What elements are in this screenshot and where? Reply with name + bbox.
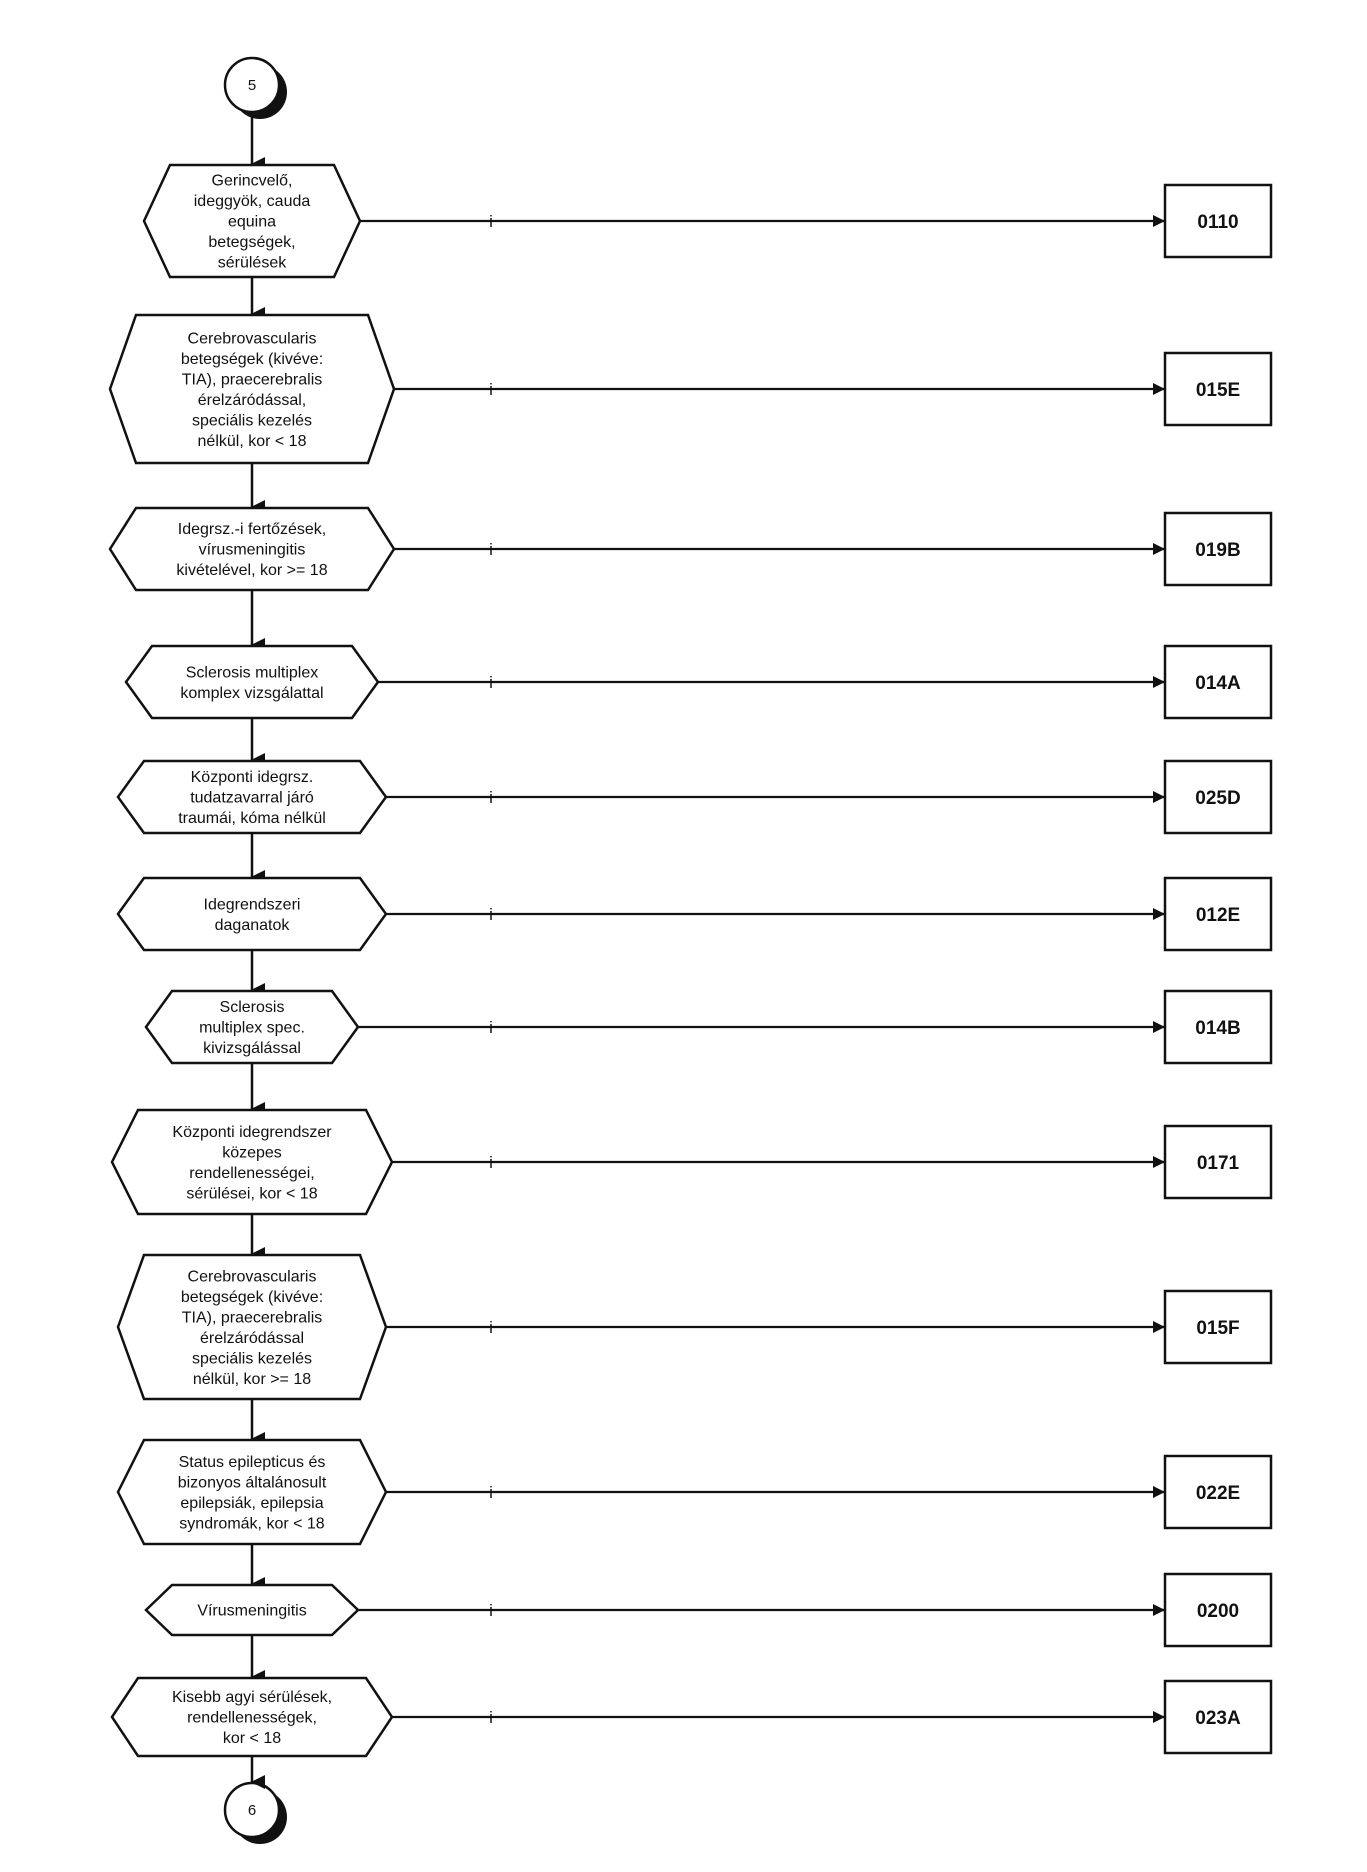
branch-label: i <box>489 1018 493 1037</box>
branch-label: i <box>489 1708 493 1727</box>
decision-node-9: Cerebrovascularis betegségek (kivéve: TIA)… <box>116 1253 1273 1401</box>
decision-text-line: syndromák, kor < 18 <box>179 1515 325 1532</box>
decision-hexagon <box>116 876 388 952</box>
result-code: 015F <box>1196 1318 1239 1339</box>
result-code: 019B <box>1195 540 1240 561</box>
decision-text-line: ideggyök, cauda <box>194 193 311 210</box>
decision-text-line: betegségek (kivéve: <box>181 1289 323 1306</box>
result-code: 0171 <box>1197 1153 1240 1174</box>
result-code-box <box>1163 759 1273 835</box>
decision-node-3: Idegrsz.-i fertőzések, vírusmeningitis kiv… <box>108 506 1273 592</box>
branch-label: i <box>489 788 493 807</box>
decision-text-line: sérülések <box>218 255 287 272</box>
branch-label: i <box>489 1153 493 1172</box>
decision-text-line: speciális kezelés <box>192 1350 312 1367</box>
decision-text-line: Sclerosis <box>220 999 285 1016</box>
connector-bottom: 6 <box>223 1781 287 1844</box>
decision-text-line: traumái, kóma nélkül <box>178 810 326 827</box>
result-code-box <box>1163 351 1273 427</box>
result-code-box <box>1163 183 1273 259</box>
result-code-box <box>1163 1679 1273 1755</box>
decision-text-line: közepes <box>222 1144 282 1161</box>
decision-text-line: TIA), praecerebralis <box>182 371 323 388</box>
result-code: 025D <box>1195 788 1240 809</box>
decision-node-4: Sclerosis multiplex komplex vizsgálattal i… <box>124 644 1273 720</box>
connector-bottom-label: 6 <box>248 1802 256 1819</box>
decision-node-7: Sclerosis multiplex spec. kivizsgálással i 0… <box>144 989 1273 1065</box>
result-code: 0110 <box>1197 212 1238 233</box>
result-code-box <box>1163 1572 1273 1648</box>
decision-text-line: betegségek (kivéve: <box>181 351 323 368</box>
decision-node-2: Cerebrovascularis betegségek (kivéve: TIA)… <box>108 313 1273 465</box>
connector-top-label: 5 <box>248 77 256 94</box>
decision-text-line: nélkül, kor >= 18 <box>193 1371 311 1388</box>
result-code-box <box>1163 876 1273 952</box>
branch-label: i <box>489 905 493 924</box>
result-code-box <box>1163 1454 1273 1530</box>
decision-text-line: komplex vizsgálattal <box>180 685 323 702</box>
decision-text-line: epilepsiák, epilepsia <box>180 1495 323 1512</box>
result-code-box <box>1163 1124 1273 1200</box>
decision-node-6: Idegrendszeri daganatok i 012E <box>116 876 1273 952</box>
decision-text-line: TIA), praecerebralis <box>182 1309 323 1326</box>
decision-text-line: tudatzavarral járó <box>190 790 314 807</box>
decision-text-line: kor < 18 <box>223 1730 281 1747</box>
decision-text-line: multiplex spec. <box>199 1020 305 1037</box>
connector-top: 5 <box>223 56 287 119</box>
decision-text-line: kivételével, kor >= 18 <box>176 562 327 579</box>
decision-hexagon <box>124 644 380 720</box>
branch-label: i <box>489 212 493 231</box>
result-code: 022E <box>1196 1483 1240 1504</box>
flow-layer: Gerincvelő, ideggyök, cauda equina betegség… <box>108 114 1273 1789</box>
decision-text-line: nélkül, kor < 18 <box>198 433 307 450</box>
decision-node-8: Központi idegrendszer közepes rendelleness… <box>110 1108 1273 1216</box>
connector-top-circle <box>223 56 281 114</box>
decision-text-line: Vírusmeningitis <box>197 1603 306 1620</box>
decision-text-line: Cerebrovascularis <box>188 330 317 347</box>
decision-text-line: kivizsgálással <box>203 1040 301 1057</box>
decision-text-line: érelzáródással <box>200 1330 304 1347</box>
decision-text-line: betegségek, <box>208 234 295 251</box>
result-code-box <box>1163 644 1273 720</box>
branch-label: i <box>489 380 493 399</box>
result-code-box <box>1163 511 1273 587</box>
decision-text-line: Gerincvelő, <box>212 173 293 190</box>
decision-text-line: érelzáródással, <box>198 392 307 409</box>
decision-text-line: Központi idegrendszer <box>172 1124 332 1141</box>
result-code: 015E <box>1196 380 1240 401</box>
decision-text-line: sérülései, kor < 18 <box>186 1185 317 1202</box>
branch-label: i <box>489 1318 493 1337</box>
branch-label: i <box>489 540 493 559</box>
decision-text-line: Sclerosis multiplex <box>186 664 318 681</box>
decision-text-line: Idegrsz.-i fertőzések, <box>178 521 327 538</box>
decision-text-line: speciális kezelés <box>192 412 312 429</box>
decision-node-10: Status epilepticus és bizonyos általánosu… <box>116 1438 1273 1546</box>
result-code: 0200 <box>1197 1601 1239 1622</box>
decision-text-line: Idegrendszeri <box>204 896 301 913</box>
decision-text-line: bizonyos általánosult <box>178 1474 327 1491</box>
branch-label: i <box>489 1483 493 1502</box>
decision-text-line: Cerebrovascularis <box>188 1268 317 1285</box>
decision-text-line: Központi idegrsz. <box>191 769 314 786</box>
result-code-box <box>1163 989 1273 1065</box>
branch-label: i <box>489 673 493 692</box>
decision-text-line: Kisebb agyi sérülések, <box>172 1689 332 1706</box>
result-code: 012E <box>1196 905 1240 926</box>
decision-text-line: equina <box>228 214 276 231</box>
decision-node-5: Központi idegrsz. tudatzavarral járó traum… <box>116 759 1273 835</box>
branch-label: i <box>489 1601 493 1620</box>
decision-text-line: rendellenességek, <box>187 1710 317 1727</box>
decision-text-line: rendellenességei, <box>189 1165 314 1182</box>
decision-node-12: Kisebb agyi sérülések, rendellenességek, k… <box>110 1676 1273 1758</box>
decision-text-line: daganatok <box>215 917 291 934</box>
result-code: 023A <box>1195 1708 1241 1729</box>
result-code-box <box>1163 1289 1273 1365</box>
decision-text-line: Status epilepticus és <box>179 1454 326 1471</box>
decision-node-1: Gerincvelő, ideggyök, cauda equina betegség… <box>142 163 1273 279</box>
result-code: 014B <box>1195 1018 1240 1039</box>
decision-text-line: vírusmeningitis <box>199 542 306 559</box>
result-code: 014A <box>1195 673 1241 694</box>
decision-node-11: Vírusmeningitis i 0200 <box>144 1572 1273 1648</box>
